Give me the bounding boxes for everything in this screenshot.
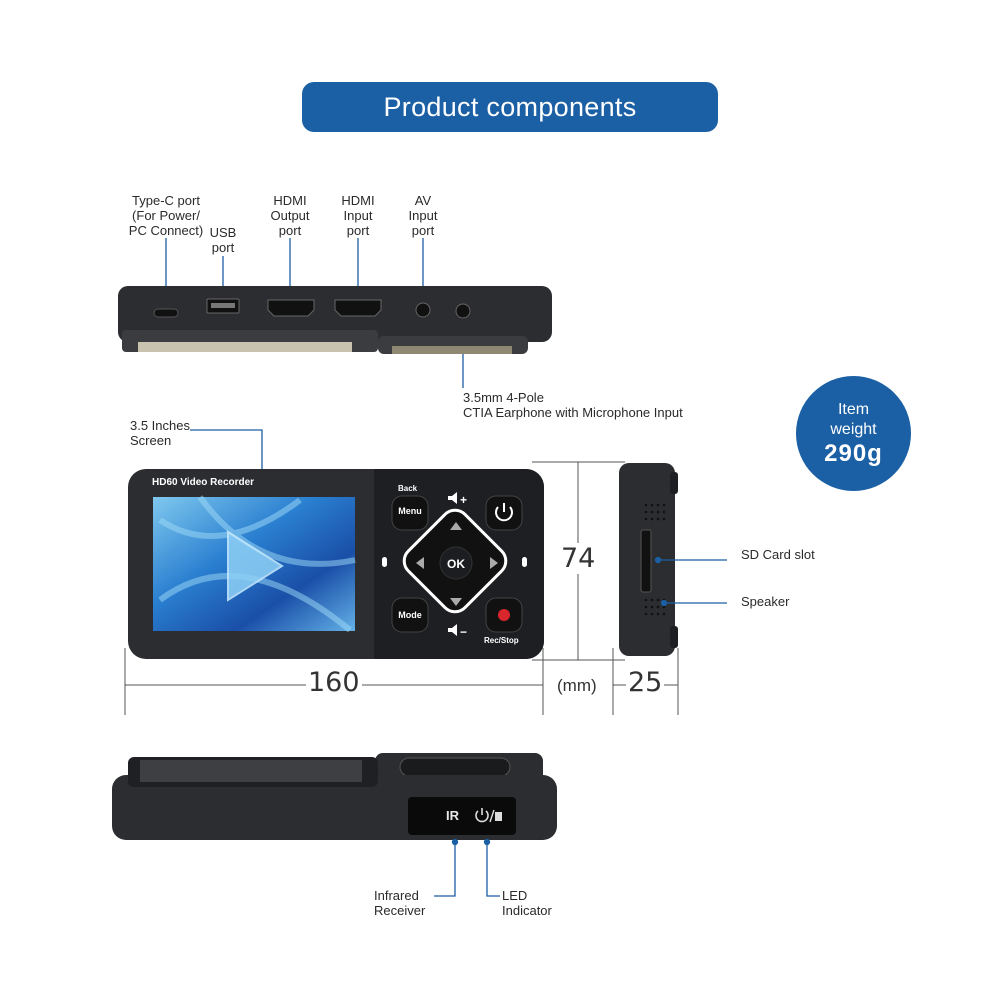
earphone-port [455, 303, 471, 319]
hdmi-input-port-label: HDMI Input port [341, 193, 375, 238]
play-icon [227, 530, 284, 602]
device-top-view [118, 286, 552, 354]
up-arrow-icon [450, 522, 462, 530]
device-bottom-view [112, 753, 557, 840]
dimension-lines [124, 461, 679, 715]
ir-text: IR [446, 808, 459, 823]
height-dimension: 74 [559, 543, 598, 574]
hdmi-input-port [334, 299, 382, 317]
left-arrow-icon [416, 557, 424, 569]
depth-dimension: 25 [626, 667, 665, 698]
menu-label: Menu [398, 506, 422, 516]
sd-card-slot [640, 529, 652, 593]
device-name: HD60 Video Recorder [152, 477, 255, 488]
hdmi-output-port-label: HDMI Output port [270, 193, 310, 238]
av-input-port-label: AV Input port [408, 193, 438, 238]
typec-port-label: Type-C port (For Power/ PC Connect) [128, 193, 204, 238]
led-indicator-label: LED Indicator [502, 888, 552, 918]
volume-up-icon [448, 492, 457, 504]
usb-port-label: USB port [209, 225, 237, 255]
power-button [485, 495, 523, 531]
page-title: Product components [302, 82, 718, 132]
mic-right-icon [522, 557, 527, 567]
width-dimension: 160 [306, 667, 362, 698]
mode-button [391, 597, 429, 633]
device-side-view [619, 463, 678, 656]
led-power-icon [475, 810, 489, 823]
mic-left-icon [382, 557, 387, 567]
back-label: Back [398, 484, 418, 493]
mode-label: Mode [398, 610, 422, 620]
speaker-label: Speaker [741, 594, 790, 609]
typec-port [153, 308, 179, 318]
menu-button [391, 495, 429, 531]
volume-down-icon [448, 624, 457, 636]
rec-stop-label: Rec/Stop [484, 636, 519, 645]
earphone-port-label: 3.5mm 4-Pole CTIA Earphone with Micropho… [463, 390, 683, 420]
unit-label: (mm) [557, 676, 597, 695]
infrared-receiver-label: Infrared Receiver [374, 888, 426, 918]
weight-label: Item weight [830, 400, 877, 438]
weight-badge: Item weight 290g [796, 376, 911, 491]
weight-value: 290g [824, 439, 883, 467]
svg-text:−: − [460, 625, 467, 639]
control-panel: + − [382, 492, 527, 639]
svg-text:+: + [460, 493, 467, 507]
hdmi-output-port [267, 299, 315, 317]
sd-card-slot-label: SD Card slot [741, 547, 815, 562]
right-arrow-icon [490, 557, 498, 569]
ok-button [439, 546, 473, 580]
ir-window [408, 797, 516, 835]
ok-label: OK [447, 557, 465, 571]
av-input-port [415, 302, 431, 318]
down-arrow-icon [450, 598, 462, 606]
screen-label: 3.5 Inches Screen [130, 418, 190, 448]
